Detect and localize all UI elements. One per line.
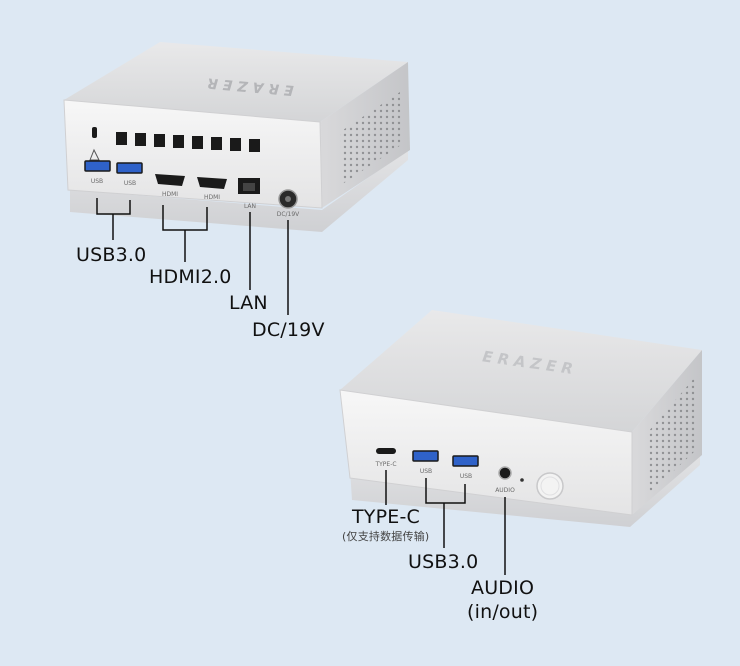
rear-vent-slots [116,132,260,152]
rear-dc-label: DC/19V [277,211,300,218]
callout-rear-dc: DC/19V [252,319,325,341]
front-device: ERAZER TYPE-C USB USB AUDIO [339,310,702,527]
kensington-lock-icon [92,127,97,138]
rear-hdmi-port-2[interactable] [197,177,227,189]
front-audio-port[interactable] [498,466,512,480]
rear-usb-port-2[interactable] [116,162,143,174]
rear-usb-label-2: USB [124,180,136,187]
rear-leader-lines [96,198,289,315]
front-leader-lines [385,470,506,575]
front-usb-port-1[interactable] [412,450,439,462]
rear-usb-label-1: USB [91,178,103,185]
front-usb-label-1: USB [420,468,432,475]
front-top [340,310,702,432]
callout-front-audio-sub: (in/out) [467,601,539,623]
front-audio-label: AUDIO [495,487,515,494]
callout-rear-hdmi: HDMI2.0 [149,266,232,288]
callout-front-typec-note: (仅支持数据传输) [342,530,430,543]
rear-side-vents [340,92,401,185]
callout-rear-lan: LAN [229,292,268,314]
rear-device: ERAZER USB USB HDMI HDMI LAN [63,42,410,232]
front-usb-port-2[interactable] [452,455,479,467]
rear-top [64,42,408,122]
rear-hdmi-label-1: HDMI [162,191,178,198]
status-led-icon [520,478,524,482]
front-usb-label-2: USB [460,473,472,480]
front-side-vents [648,376,696,495]
rear-base [70,150,408,232]
rear-hdmi-port-1[interactable] [155,174,185,186]
callout-rear-usb: USB3.0 [76,244,147,266]
callout-front-typec: TYPE-C [352,506,420,528]
front-typec-label: TYPE-C [374,461,396,468]
rear-hdmi-label-2: HDMI [204,194,220,201]
rear-usb-port-1[interactable] [84,160,111,172]
rear-brand: ERAZER [202,74,295,98]
front-typec-port[interactable] [376,448,396,454]
callout-front-usb: USB3.0 [408,551,479,573]
rear-lan-label: LAN [244,203,256,210]
lock-symbol-icon [89,148,100,161]
callout-front-audio: AUDIO [471,577,535,599]
